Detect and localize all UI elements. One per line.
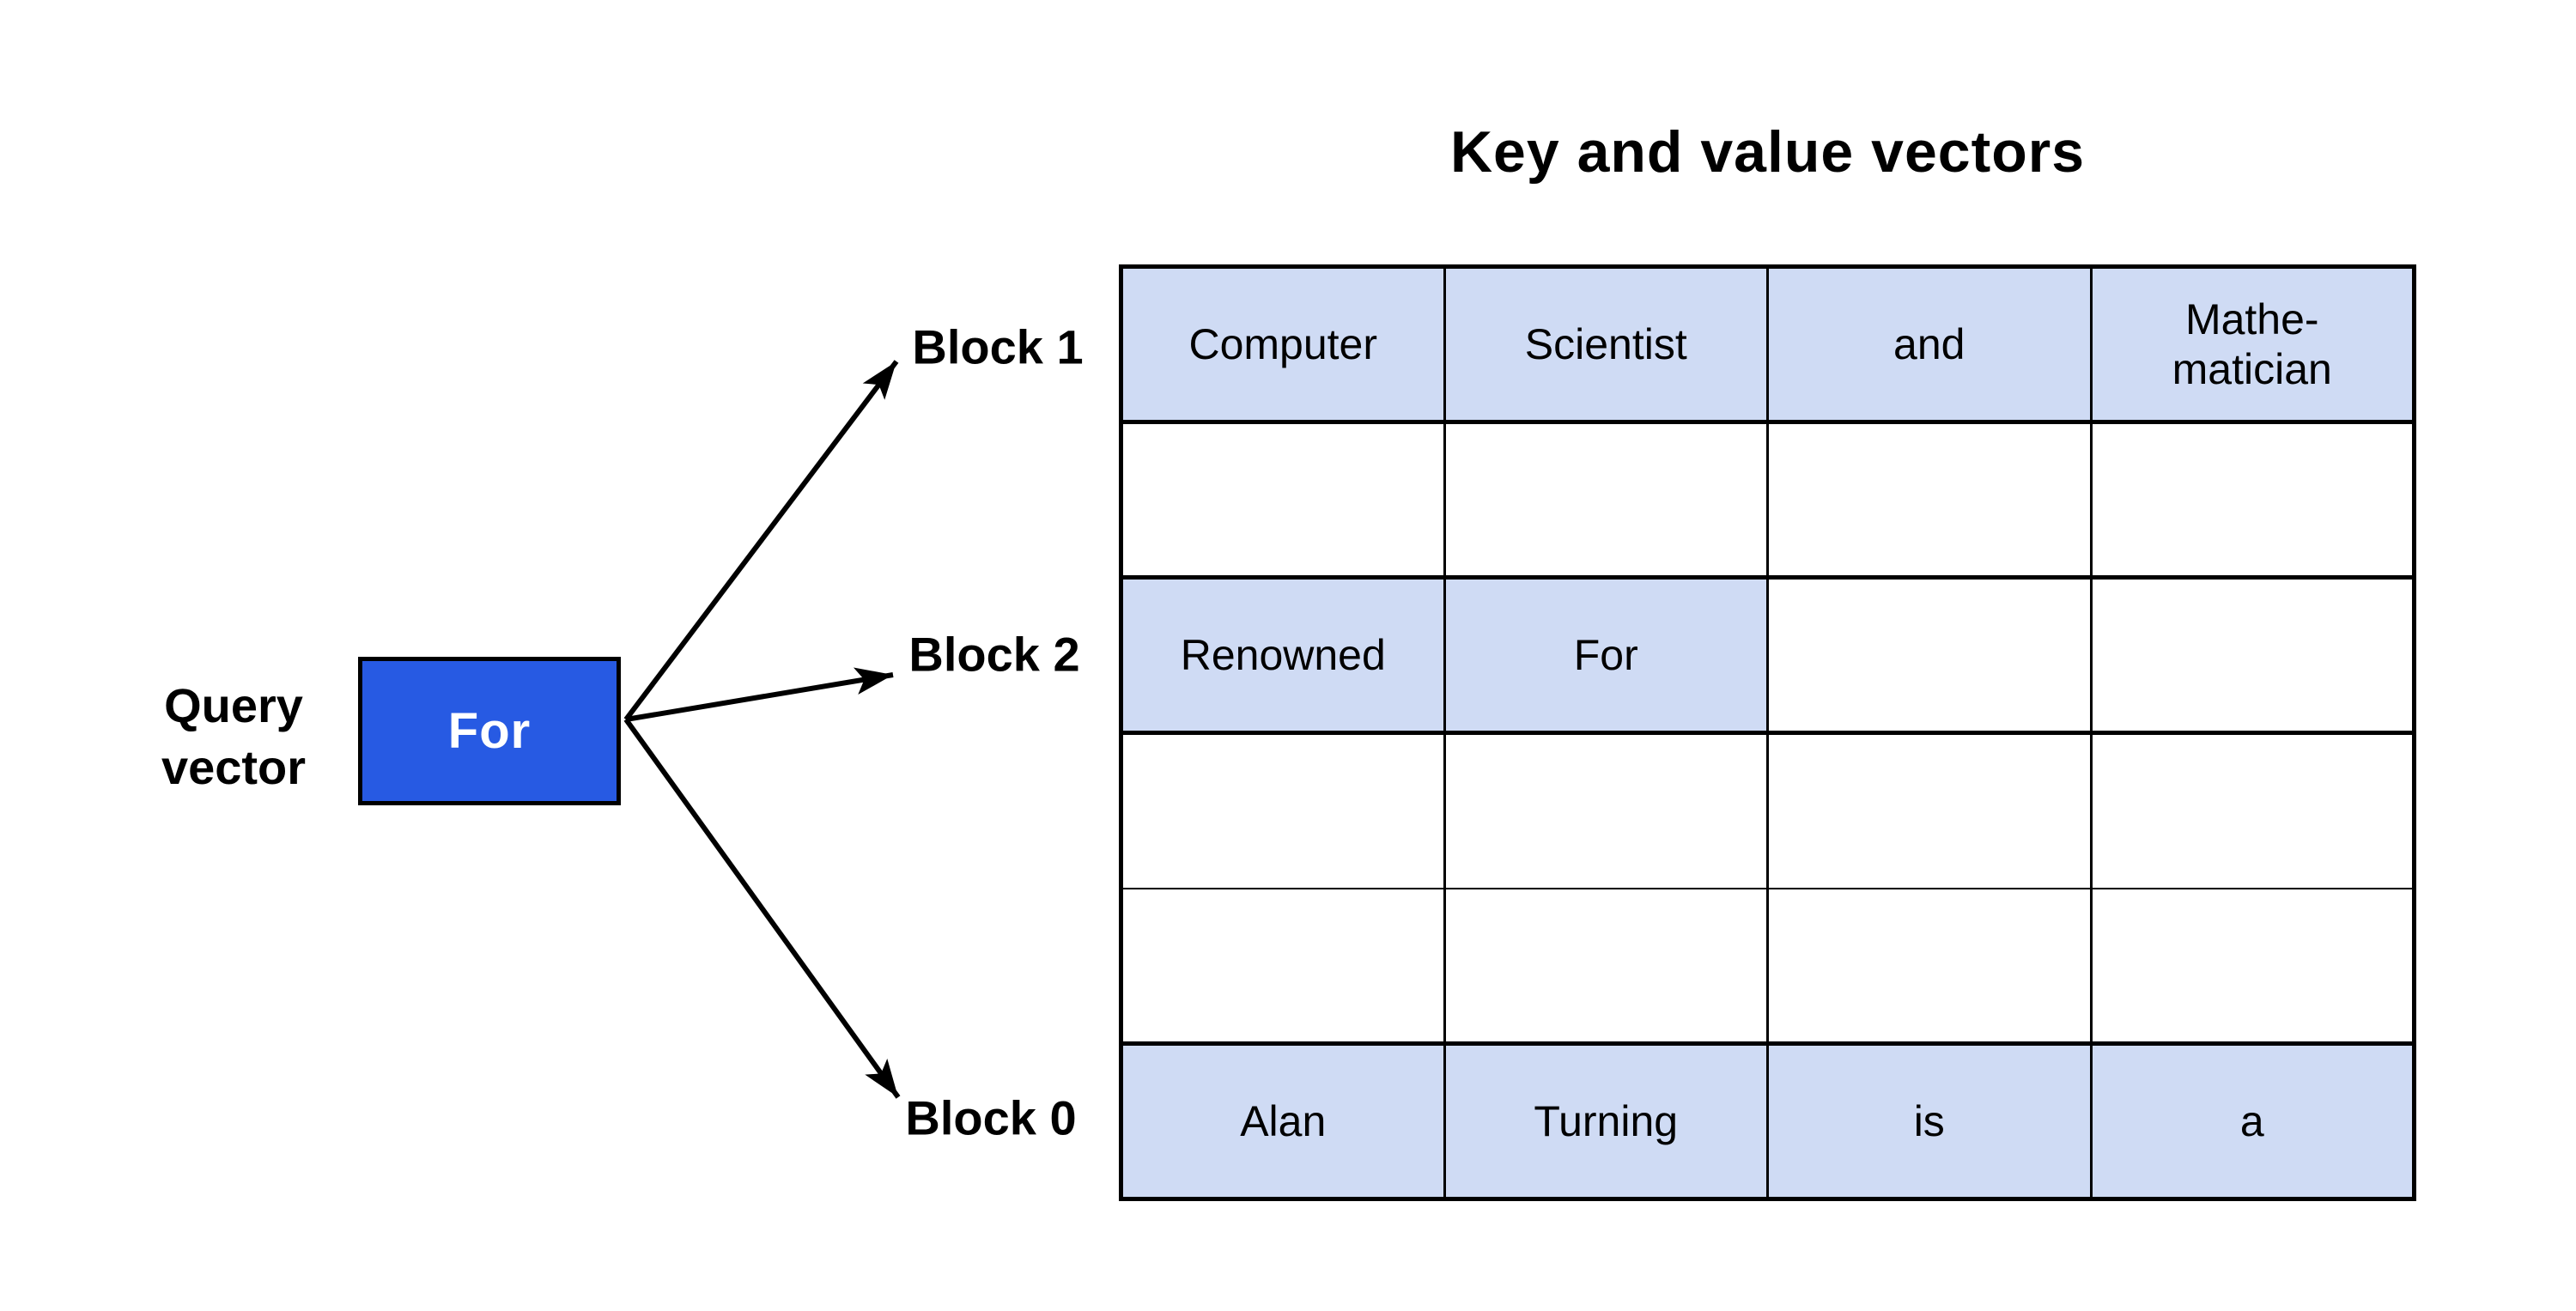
arrow-to-block-2 <box>625 667 894 722</box>
table-cell <box>1120 731 1446 889</box>
table-row: Alan Turning is a <box>1120 1041 2415 1201</box>
table-cell <box>2089 887 2415 1045</box>
table-row: Computer Scientist and Mathe- matician <box>1120 264 2415 424</box>
diagram-title: Key and value vectors <box>1449 119 2086 185</box>
table-cell <box>1120 421 1446 579</box>
table-cell: is <box>1766 1041 2093 1201</box>
query-vector-label: Query vector <box>161 678 307 794</box>
table-cell <box>2089 575 2415 735</box>
table-cell: Mathe- matician <box>2089 264 2415 424</box>
table-cell: Renowned <box>1120 575 1446 735</box>
table-row <box>1120 421 2415 579</box>
query-box-text: For <box>447 703 532 759</box>
table-cell <box>2089 421 2415 579</box>
table-cell <box>1443 421 1769 579</box>
table-cell <box>1120 887 1446 1045</box>
table-cell: For <box>1443 575 1769 735</box>
table-row <box>1120 731 2415 889</box>
table-cell <box>1766 731 2093 889</box>
table-cell <box>1443 887 1769 1045</box>
table-cell: Alan <box>1120 1041 1446 1201</box>
table-cell <box>1766 887 2093 1045</box>
table-cell: Turning <box>1443 1041 1769 1201</box>
block-0-label: Block 0 <box>905 1090 1077 1145</box>
table-cell <box>1766 421 2093 579</box>
query-vector-box: For <box>358 657 621 805</box>
block-1-label: Block 1 <box>912 319 1084 374</box>
arrow-to-block-0 <box>623 718 901 1099</box>
table-row <box>1120 887 2415 1045</box>
table-cell: Scientist <box>1443 264 1769 424</box>
key-value-table: Computer Scientist and Mathe- matician R… <box>1119 264 2416 1201</box>
table-cell <box>1443 731 1769 889</box>
table-cell: Computer <box>1120 264 1446 424</box>
table-cell: and <box>1766 264 2093 424</box>
table-row: Renowned For <box>1120 575 2415 735</box>
table-cell: a <box>2089 1041 2415 1201</box>
table-cell <box>2089 731 2415 889</box>
arrow-to-block-1 <box>623 360 899 721</box>
block-2-label: Block 2 <box>908 627 1080 682</box>
table-cell <box>1766 575 2093 735</box>
